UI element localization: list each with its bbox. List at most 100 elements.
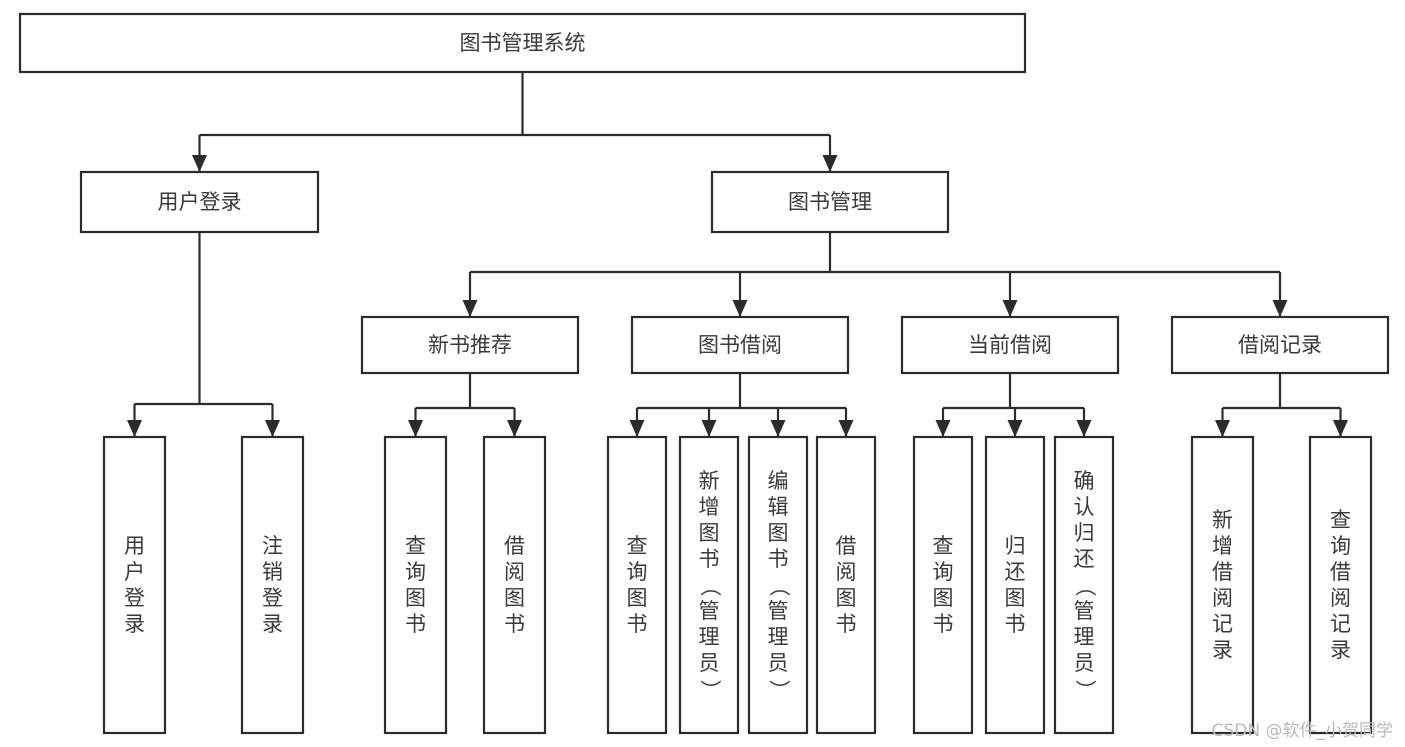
svg-text:销: 销 [262,560,283,584]
arrow-head-icon [265,420,280,437]
node-box-leaf-return-book[interactable] [984,435,1046,735]
node-box-current-borrow[interactable] [900,315,1120,375]
arrow-head-icon [1333,420,1348,437]
node-box-leaf-add-book[interactable] [678,435,740,735]
svg-text:（: （ [1073,576,1097,597]
svg-text:查: 查 [627,534,648,558]
svg-text:）: ） [1073,680,1097,701]
svg-text:理: 理 [1074,625,1095,649]
svg-text:）: ） [698,680,722,701]
svg-text:理: 理 [768,625,789,649]
node-box-book-manage[interactable] [710,170,950,234]
arrow-head-icon [1002,300,1018,317]
svg-text:书: 书 [627,612,648,636]
node-box-borrow-record[interactable] [1170,315,1390,375]
svg-text:记: 记 [1330,612,1351,636]
svg-text:登: 登 [262,586,283,610]
svg-text:询: 询 [405,560,426,584]
node-box-leaf-borrow-book-rec[interactable] [482,435,547,735]
svg-text:录: 录 [262,612,283,636]
svg-text:归: 归 [1005,534,1026,558]
arrow-head-icon [701,420,717,437]
svg-text:员: 员 [699,651,720,675]
node-user-login[interactable]: 用户登录 [79,170,320,234]
svg-text:确: 确 [1074,469,1095,493]
node-box-leaf-edit-book[interactable] [747,435,809,735]
node-box-book-borrow[interactable] [630,315,850,375]
svg-text:理: 理 [699,625,720,649]
svg-text:图: 图 [504,586,525,610]
svg-text:查: 查 [405,534,426,558]
node-box-leaf-query-book-rec[interactable] [383,435,448,735]
svg-text:图: 图 [405,586,426,610]
node-new-book-rec[interactable]: 新书推荐 [360,315,580,375]
svg-text:编: 编 [768,469,789,493]
node-box-leaf-query-book-cur[interactable] [912,435,974,735]
svg-text:书: 书 [405,612,426,636]
svg-text:录: 录 [1330,638,1351,662]
arrow-head-icon [732,300,748,317]
node-box-leaf-borrow-book-bor[interactable] [815,435,877,735]
node-box-leaf-user-login[interactable] [102,435,167,735]
node-box-leaf-confirm-return[interactable] [1053,435,1115,735]
svg-text:辑: 辑 [768,495,789,519]
node-root[interactable]: 图书管理系统 [18,12,1027,74]
svg-text:还: 还 [1005,560,1026,584]
arrow-head-icon [1076,420,1092,437]
svg-text:员: 员 [1074,651,1095,675]
node-borrow-record[interactable]: 借阅记录 [1170,315,1390,375]
node-book-manage[interactable]: 图书管理 [710,170,950,234]
node-box-user-login[interactable] [79,170,320,234]
svg-text:新: 新 [699,469,720,493]
node-current-borrow[interactable]: 当前借阅 [900,315,1120,375]
node-box-leaf-query-record[interactable] [1308,435,1373,735]
node-box-leaf-user-logout[interactable] [240,435,305,735]
watermark: CSDN @软件_小贺同学 [1211,721,1393,741]
svg-text:借: 借 [504,534,525,558]
svg-text:查: 查 [933,534,954,558]
svg-text:阅: 阅 [836,560,857,584]
edge-group-book-borrow [629,373,854,437]
svg-text:书: 书 [504,612,525,636]
node-box-root[interactable] [18,12,1027,74]
node-box-leaf-query-book-bor[interactable] [606,435,668,735]
svg-text:管: 管 [1074,599,1095,623]
node-box-leaf-add-record[interactable] [1190,435,1255,735]
node-leaf-user-login[interactable]: 用户登录 [102,435,167,735]
svg-text:书: 书 [933,612,954,636]
arrow-head-icon [629,420,645,437]
node-box-new-book-rec[interactable] [360,315,580,375]
svg-text:新: 新 [1212,508,1233,532]
svg-text:增: 增 [1212,534,1233,558]
arrow-head-icon [838,420,854,437]
edge-group-root [192,72,838,172]
svg-text:书: 书 [1005,612,1026,636]
nodes-layer: 图书管理系统用户登录图书管理新书推荐图书借阅当前借阅借阅记录用户登录注销登录查询… [18,12,1390,735]
node-book-borrow[interactable]: 图书借阅 [630,315,850,375]
svg-text:阅: 阅 [504,560,525,584]
node-label-book-borrow: 图书借阅 [698,333,782,357]
edge-group-borrow-record [1215,373,1348,437]
svg-text:记: 记 [1212,612,1233,636]
arrow-head-icon [822,155,838,172]
svg-text:）: ） [767,680,791,701]
